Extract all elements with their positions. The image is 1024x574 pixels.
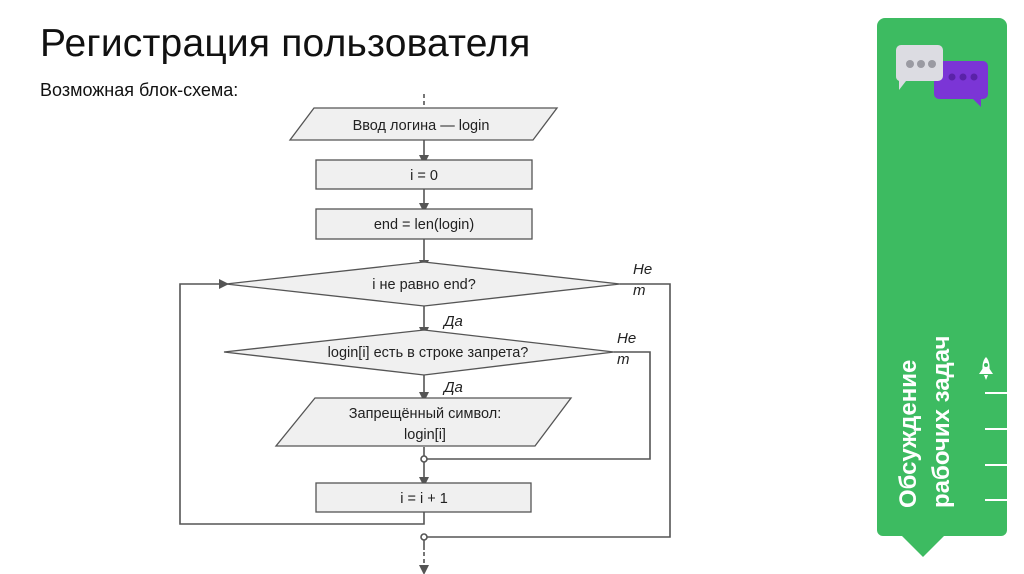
slide-title: Регистрация пользователя [40,22,531,65]
ruler-tick [985,392,1007,394]
node-init-i-text: i = 0 [410,168,438,184]
side-panel-label: Обсуждение рабочих задач [892,336,958,508]
node-output-forbidden [274,397,573,447]
merge-point [420,455,428,463]
slide-subtitle: Возможная блок-схема: [40,80,239,100]
label-no: т [633,282,646,299]
ruler-tick [985,428,1007,430]
node-increment-i [315,482,532,513]
ruler-tick [985,499,1007,501]
node-input-login-text: Ввод логина — login [353,118,490,134]
node-init-end [315,208,533,240]
node-output-forbidden-text-2: login[i] [404,427,446,443]
node-cond-forbidden [223,329,615,376]
label-no: Не [633,261,652,278]
label-yes: Да [442,313,463,330]
node-output-forbidden-text-1: Запрещённый символ: [349,406,501,422]
node-init-i [315,159,533,190]
node-cond-loop [225,261,621,307]
merge-point [420,533,428,541]
label-yes: Да [442,379,463,396]
node-increment-i-text: i = i + 1 [400,491,448,507]
side-panel [877,18,1007,536]
node-input-login [288,107,559,141]
edge-forbidden-no [427,351,651,460]
node-init-end-text: end = len(login) [374,217,474,233]
chat-bubbles-icon [895,45,988,107]
edge-loop-back [179,279,425,525]
rocket-icon [979,357,993,380]
side-panel-pointer [901,535,945,557]
side-panel-label-line2: рабочих задач [928,335,955,508]
node-cond-forbidden-text: login[i] есть в строке запрета? [328,345,529,361]
label-no: Не [617,330,636,347]
label-no: т [617,351,630,368]
ruler-tick [985,464,1007,466]
node-cond-loop-text: i не равно end? [372,277,476,293]
edge-loop-no [427,283,671,538]
side-panel-label-line1: Обсуждение [895,359,922,508]
connectors [179,94,671,574]
